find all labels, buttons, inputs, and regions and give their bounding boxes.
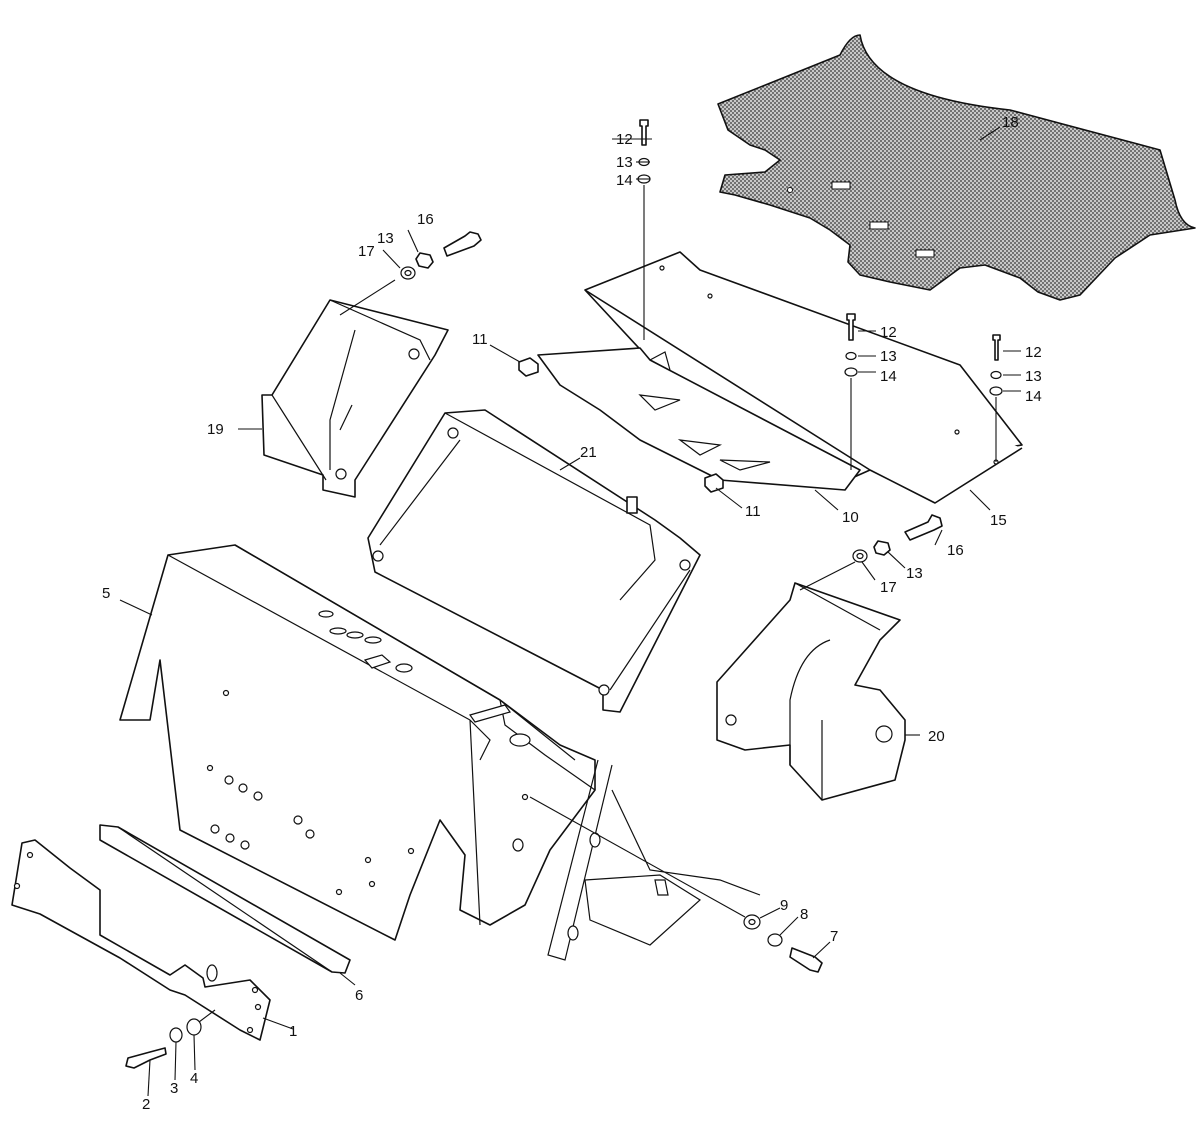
callout-11-upper: 11 (472, 331, 488, 348)
hardware-stack-right (989, 334, 1003, 462)
part-21-rear-frame (367, 409, 701, 713)
callout-16-right: 16 (947, 542, 964, 559)
hardware-stack-middle (844, 313, 858, 470)
part-18-floor-mat (717, 34, 1196, 301)
callout-9: 9 (780, 897, 788, 914)
callout-20: 20 (928, 728, 945, 745)
callout-2: 2 (142, 1096, 150, 1113)
vehicle-frame-background (547, 759, 761, 961)
callout-18: 18 (1002, 114, 1019, 131)
right-side-hardware (799, 514, 943, 591)
callout-leaders (119, 126, 1001, 1097)
callout-17-left: 17 (358, 243, 375, 260)
callout-4: 4 (190, 1070, 198, 1087)
callout-10: 10 (842, 509, 859, 526)
callout-13-upper-left: 13 (377, 230, 394, 247)
callout-6: 6 (355, 987, 363, 1004)
callout-3: 3 (170, 1080, 178, 1097)
callout-13-middle: 13 (880, 348, 897, 365)
callout-5: 5 (102, 585, 110, 602)
callout-12-right: 12 (1025, 344, 1042, 361)
callout-1: 1 (289, 1023, 297, 1040)
callout-15: 15 (990, 512, 1007, 529)
part-19-left-bracket (261, 299, 449, 498)
part-15-floor-plate (584, 251, 1023, 504)
part-11-clip-b (704, 473, 724, 493)
callout-7: 7 (830, 928, 838, 945)
lower-left-hardware (125, 1009, 216, 1069)
callout-13-left: 13 (616, 154, 633, 171)
callout-8: 8 (800, 906, 808, 923)
lower-right-hardware (529, 796, 823, 973)
part-6-bar (99, 824, 351, 974)
callout-14-right: 14 (1025, 388, 1042, 405)
callout-13-right-side: 13 (906, 565, 923, 582)
callout-21: 21 (580, 444, 597, 461)
part-20-right-bracket (716, 582, 906, 801)
callout-17-right: 17 (880, 579, 897, 596)
callout-12-middle: 12 (880, 324, 897, 341)
callout-19: 19 (207, 421, 224, 438)
callout-labels: 5 1 6 2 3 4 7 8 9 19 20 21 11 11 10 15 1… (102, 114, 1042, 1113)
callout-11-lower: 11 (745, 503, 761, 520)
callout-13-right: 13 (1025, 368, 1042, 385)
part-5-main-frame (119, 544, 596, 941)
part-1-side-plate (11, 839, 271, 1041)
callout-14-middle: 14 (880, 368, 897, 385)
callout-16-left: 16 (417, 211, 434, 228)
callout-14-left: 14 (616, 172, 633, 189)
part-11-clip-a (518, 357, 539, 377)
upper-left-hardware (339, 231, 482, 316)
part-10-cutout-plate (537, 347, 861, 491)
